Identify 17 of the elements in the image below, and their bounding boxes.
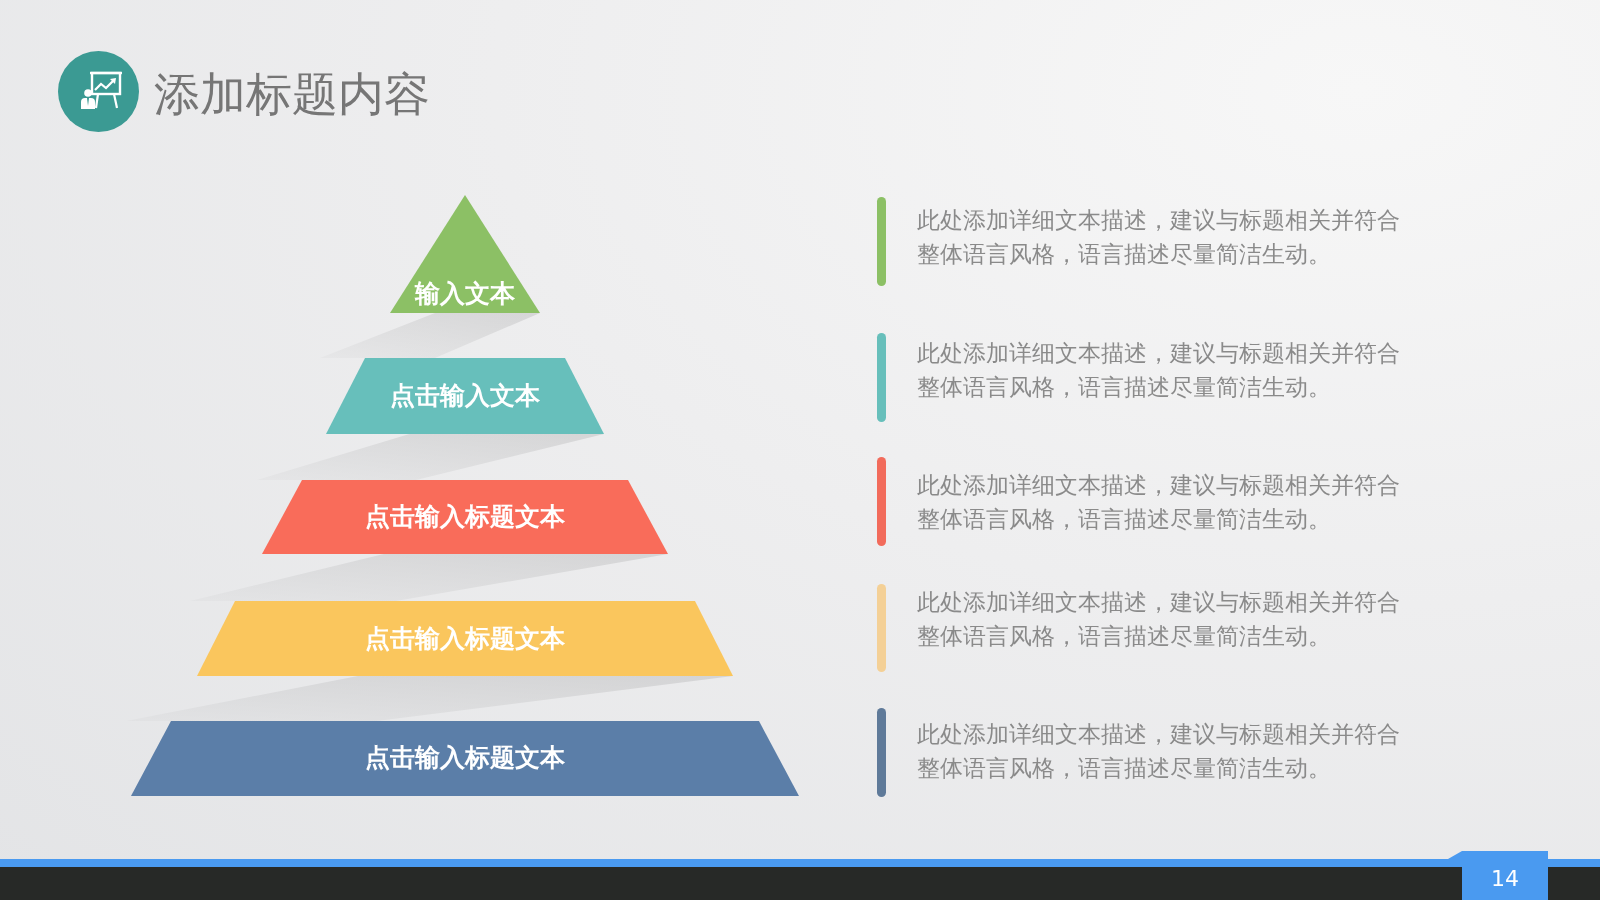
description-text: 此处添加详细文本描述，建议与标题相关并符合整体语言风格，语言描述尽量简洁生动。: [917, 471, 1401, 534]
description-text: 此处添加详细文本描述，建议与标题相关并符合整体语言风格，语言描述尽量简洁生动。: [917, 339, 1401, 402]
description-text: 此处添加详细文本描述，建议与标题相关并符合整体语言风格，语言描述尽量简洁生动。: [917, 720, 1401, 783]
description-text: 此处添加详细文本描述，建议与标题相关并符合整体语言风格，语言描述尽量简洁生动。: [917, 588, 1401, 651]
level-label: 输入文本: [415, 279, 515, 309]
pyramid-level: [326, 358, 604, 434]
pyramid-level: [197, 601, 733, 676]
level-label: 点击输入标题文本: [365, 743, 565, 773]
level-label: 点击输入标题文本: [365, 624, 565, 654]
level-label: 点击输入标题文本: [365, 502, 565, 532]
pyramid-level: [131, 721, 799, 796]
level-label: 点击输入文本: [390, 381, 540, 411]
pyramid-level: [262, 480, 668, 554]
description-text: 此处添加详细文本描述，建议与标题相关并符合整体语言风格，语言描述尽量简洁生动。: [917, 206, 1401, 269]
page-number: 14: [1491, 865, 1519, 893]
pyramid-top: [390, 195, 540, 313]
slide-title: 添加标题内容: [154, 66, 430, 122]
